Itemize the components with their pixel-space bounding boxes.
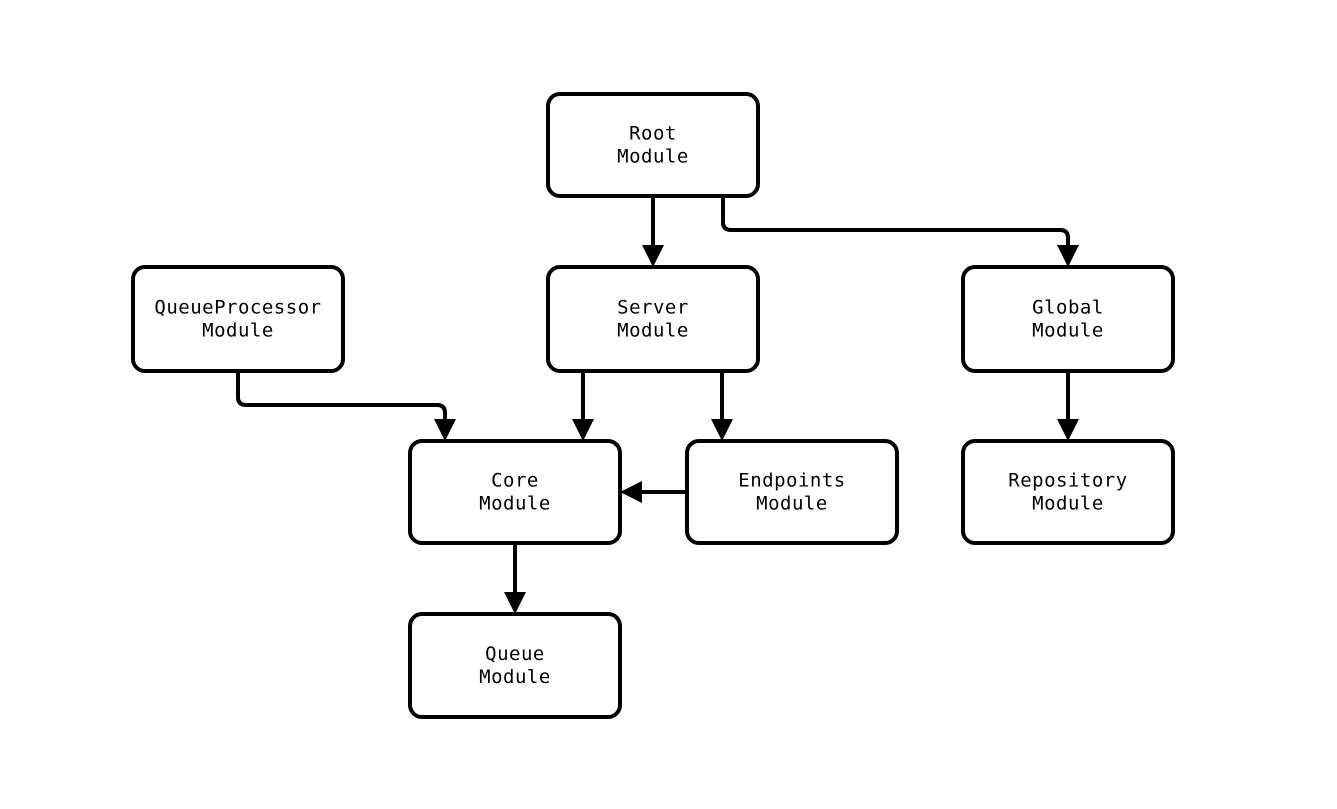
node-box[interactable]: [961, 439, 1175, 545]
edge-server-to-core: [572, 371, 594, 441]
arrowhead-icon: [620, 481, 642, 503]
arrowhead-icon: [504, 592, 526, 614]
edge-line: [721, 196, 1070, 256]
node-label-line1: Root: [629, 123, 677, 145]
edge-endpoints-to-core: [620, 481, 687, 503]
node-label-line2: Module: [756, 493, 828, 515]
edges-layer: [236, 196, 1079, 614]
node-label-line2: Module: [479, 666, 551, 688]
arrowhead-icon: [642, 245, 664, 267]
edge-root-to-server: [642, 196, 664, 267]
arrowhead-icon: [434, 419, 456, 441]
node-label-line1: QueueProcessor: [154, 297, 321, 319]
node-box[interactable]: [408, 439, 622, 545]
node-label-line1: Repository: [1008, 470, 1127, 492]
node-label-line1: Core: [491, 470, 539, 492]
node-label-line2: Module: [1032, 493, 1104, 515]
edge-core-to-queue: [504, 543, 526, 614]
nodes-layer: RootModuleQueueProcessorModuleServerModu…: [131, 92, 1175, 719]
node-label-line1: Server: [617, 297, 689, 319]
node-label-line2: Module: [479, 493, 551, 515]
edge-queueprocessor-to-core: [236, 371, 456, 441]
arrowhead-icon: [711, 419, 733, 441]
node-label-line1: Global: [1032, 297, 1104, 319]
node-label-line2: Module: [202, 320, 274, 342]
edge-line: [236, 371, 447, 430]
node-box[interactable]: [131, 265, 345, 373]
node-box[interactable]: [546, 265, 760, 373]
node-label-line2: Module: [617, 320, 689, 342]
arrowhead-icon: [1057, 245, 1079, 267]
node-box[interactable]: [685, 439, 899, 545]
node-label-line2: Module: [617, 146, 689, 168]
node-box[interactable]: [408, 612, 622, 719]
edge-root-to-global: [721, 196, 1079, 267]
node-box[interactable]: [546, 92, 760, 198]
arrowhead-icon: [572, 419, 594, 441]
edge-server-to-endpoints: [711, 371, 733, 441]
node-label-line1: Queue: [485, 643, 545, 665]
node-label-line1: Endpoints: [738, 470, 845, 492]
node-box[interactable]: [961, 265, 1175, 373]
arrowhead-icon: [1057, 419, 1079, 441]
edge-global-to-repository: [1057, 371, 1079, 441]
node-label-line2: Module: [1032, 320, 1104, 342]
